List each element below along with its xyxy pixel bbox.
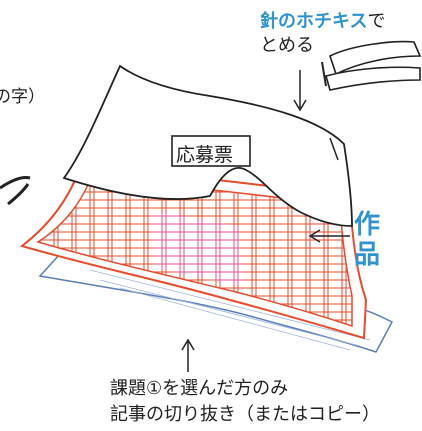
form-label: 応募票 — [176, 144, 234, 166]
arrow-stapler — [293, 70, 307, 112]
cut-off-text: の字） — [0, 87, 45, 107]
clipping-label: 課題①を選んだ方のみ 記事の切り抜き（またはコピー） — [110, 376, 380, 428]
stapler-icon — [321, 40, 422, 91]
clipping-label-line1: 課題①を選んだ方のみ — [110, 378, 289, 399]
work-label-char1: 作 — [354, 210, 381, 240]
pen-stroke-fragment — [0, 176, 31, 206]
form-fold-line — [329, 137, 339, 161]
arrow-clipping — [181, 338, 195, 372]
work-label-char2: 品 — [354, 240, 381, 270]
stapler-label-blue: 針のホチキス — [260, 11, 368, 32]
form-label-box — [171, 135, 251, 167]
manuscript-grid-pink — [150, 210, 244, 286]
arrow-work — [308, 229, 350, 243]
stapler-label-line2: とめる — [260, 35, 314, 56]
stapler-label: 針のホチキスで とめる — [260, 10, 385, 58]
clipping-lines — [89, 269, 371, 351]
clipping-label-line2: 記事の切り抜き（またはコピー） — [110, 404, 380, 425]
stapler-label-suffix: で — [367, 11, 386, 32]
work-label: 作 品 — [354, 210, 380, 270]
